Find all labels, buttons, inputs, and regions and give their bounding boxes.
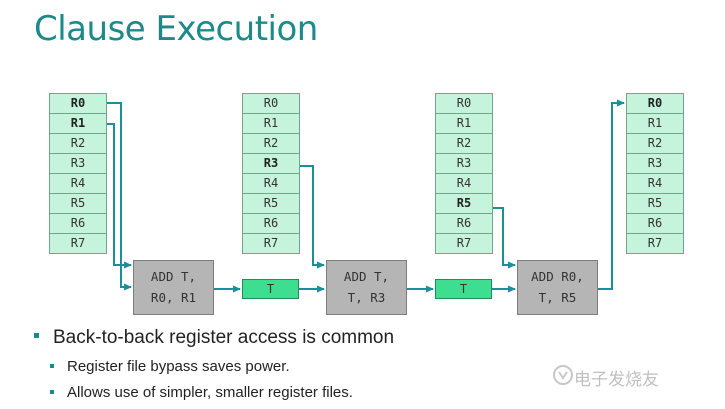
- operation-box-2: ADD T, T, R3: [326, 260, 407, 315]
- bullet-square-icon: [34, 333, 39, 339]
- register-r3: R3: [49, 153, 107, 174]
- wire-r3-to-add2: [300, 165, 325, 269]
- bullet-main-text: Back-to-back register access is common: [53, 327, 395, 348]
- bullet-sub-text: Register file bypass saves power.: [67, 358, 290, 375]
- register-file-1: R0 R1 R2 R3 R4 R5 R6 R7: [49, 93, 107, 254]
- register-r5: R5: [435, 193, 493, 214]
- register-r4: R4: [242, 173, 300, 194]
- register-r2: R2: [435, 133, 493, 154]
- register-r7: R7: [49, 233, 107, 254]
- wire-r5-to-add3: [493, 207, 516, 269]
- register-r6: R6: [242, 213, 300, 234]
- operation-line-2: T, R3: [347, 290, 386, 305]
- register-file-3: R0 R1 R2 R3 R4 R5 R6 R7: [435, 93, 493, 254]
- register-file-4: R0 R1 R2 R3 R4 R5 R6 R7: [626, 93, 684, 254]
- bullet-sub-2: Allows use of simpler, smaller register …: [50, 384, 353, 401]
- bullet-sub-text: Allows use of simpler, smaller register …: [67, 384, 353, 401]
- register-r7: R7: [242, 233, 300, 254]
- temp-register-1: T: [242, 279, 299, 299]
- slide-title: Clause Execution: [34, 9, 318, 49]
- operation-box-1: ADD T, R0, R1: [133, 260, 214, 315]
- register-r6: R6: [626, 213, 684, 234]
- operation-line-2: R0, R1: [150, 290, 197, 305]
- register-r3: R3: [435, 153, 493, 174]
- temp-register-2: T: [435, 279, 492, 299]
- bullet-square-icon: [50, 364, 54, 369]
- operation-line-1: ADD T,: [150, 269, 197, 284]
- register-r0: R0: [435, 93, 493, 114]
- register-r7: R7: [435, 233, 493, 254]
- operation-line-1: ADD R0,: [531, 269, 584, 284]
- register-r7: R7: [626, 233, 684, 254]
- wire-r0-to-add1: [107, 102, 132, 291]
- wire-r1-to-add1: [107, 123, 132, 269]
- operation-line-2: T, R5: [538, 290, 577, 305]
- watermark-text: 电子发烧友: [574, 370, 659, 390]
- register-r4: R4: [435, 173, 493, 194]
- operation-box-3: ADD R0, T, R5: [517, 260, 598, 315]
- watermark-logo-icon: [553, 365, 573, 385]
- operation-line-1: ADD T,: [343, 269, 390, 284]
- register-file-2: R0 R1 R2 R3 R4 R5 R6 R7: [242, 93, 300, 254]
- bullet-main: Back-to-back register access is common: [34, 327, 394, 349]
- bullet-square-icon: [50, 390, 54, 395]
- register-r1: R1: [626, 113, 684, 134]
- bullet-sub-1: Register file bypass saves power.: [50, 358, 290, 375]
- wire-add3-to-r0: [598, 99, 625, 290]
- register-r4: R4: [626, 173, 684, 194]
